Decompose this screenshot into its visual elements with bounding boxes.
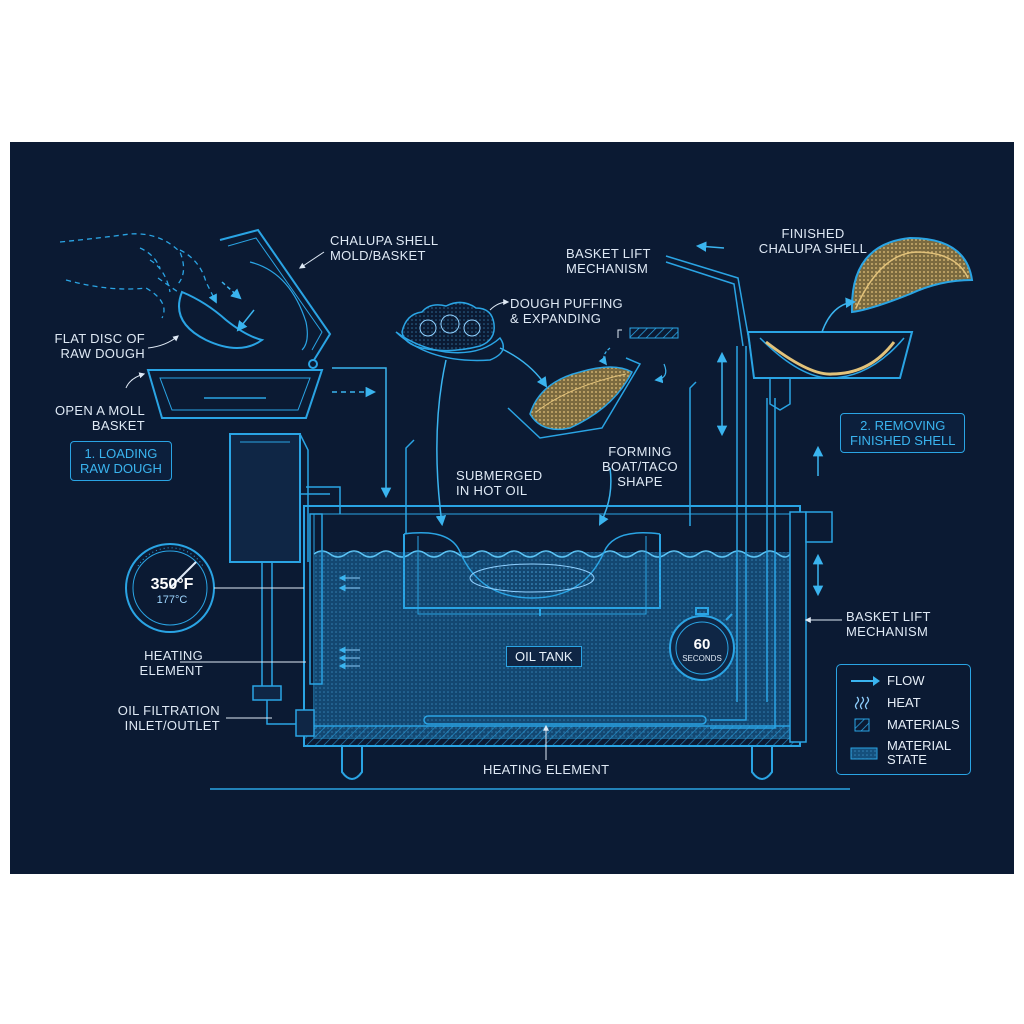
timer-value: 60 bbox=[672, 636, 732, 653]
gauge-temp-f: 350°F bbox=[140, 576, 204, 594]
dotted-swatch-icon bbox=[849, 745, 881, 761]
legend-flow: FLOW bbox=[849, 673, 925, 689]
shell-in-basket bbox=[766, 342, 894, 374]
hatch-swatch-icon bbox=[849, 717, 881, 733]
step-2-removing: 2. REMOVING FINISHED SHELL bbox=[840, 413, 965, 453]
forming-taco-shape bbox=[508, 358, 640, 438]
label-oil-filtration: OIL FILTRATION INLET/OUTLET bbox=[80, 703, 220, 733]
label-dough-puffing: DOUGH PUFFING & EXPANDING bbox=[510, 296, 623, 326]
dough-in-oil bbox=[470, 564, 594, 592]
gauge-temp-c: 177°C bbox=[140, 594, 204, 606]
label-chalupa-shell-mold: CHALUPA SHELL MOLD/BASKET bbox=[330, 233, 438, 263]
tank-base bbox=[304, 726, 800, 746]
legend-materials-label: MATERIALS bbox=[887, 718, 960, 732]
heat-waves-icon bbox=[849, 695, 881, 711]
puffing-dough bbox=[396, 302, 503, 360]
label-finished-shell: FINISHED CHALUPA SHELL bbox=[748, 226, 878, 256]
fryer-process-diagram: CHALUPA SHELL MOLD/BASKET FLAT DISC OF R… bbox=[10, 142, 1014, 874]
legend-flow-label: FLOW bbox=[887, 674, 925, 688]
raw-dough-disc bbox=[179, 292, 262, 348]
lifted-basket bbox=[748, 332, 912, 410]
label-heating-element-left: HEATING ELEMENT bbox=[110, 648, 203, 678]
open-mold-basket bbox=[148, 230, 330, 418]
label-forming: FORMING BOAT/TACO SHAPE bbox=[598, 444, 682, 489]
label-oil-tank: OIL TANK bbox=[506, 646, 582, 667]
step-1-loading: 1. LOADING RAW DOUGH bbox=[70, 441, 172, 481]
label-open-basket: OPEN A MOLL BASKET bbox=[30, 403, 145, 433]
label-basket-lift-top: BASKET LIFT MECHANISM bbox=[566, 246, 651, 276]
legend-material-state: MATERIAL STATE bbox=[849, 739, 951, 767]
legend-heat: HEAT bbox=[849, 695, 921, 711]
press-block bbox=[630, 328, 678, 338]
timer-unit: SECONDS bbox=[672, 654, 732, 663]
hand-sketch bbox=[60, 234, 216, 318]
legend-materials: MATERIALS bbox=[849, 717, 960, 733]
label-submerged: SUBMERGED IN HOT OIL bbox=[456, 468, 543, 498]
legend-material-state-label: MATERIAL STATE bbox=[887, 739, 951, 767]
control-box bbox=[230, 434, 308, 562]
label-basket-lift-right: BASKET LIFT MECHANISM bbox=[846, 609, 931, 639]
legend: FLOW HEAT MATERIALS MATERIAL STATE bbox=[836, 664, 971, 775]
legend-heat-label: HEAT bbox=[887, 696, 921, 710]
label-heating-element-bottom: HEATING ELEMENT bbox=[483, 762, 609, 777]
label-flat-disc: FLAT DISC OF RAW DOUGH bbox=[30, 331, 145, 361]
flow-arrow-icon bbox=[849, 673, 881, 689]
